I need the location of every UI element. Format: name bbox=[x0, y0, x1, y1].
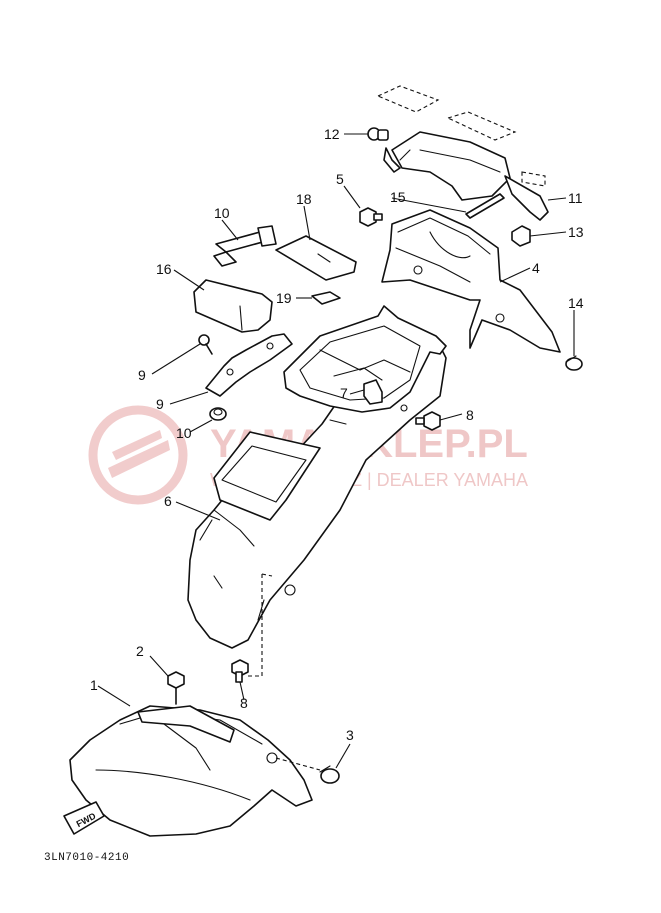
part-clip-7 bbox=[363, 379, 383, 405]
part-bracket-12 bbox=[213, 225, 277, 267]
callout-13: 11 bbox=[568, 190, 583, 206]
callout-5: 5 bbox=[336, 171, 344, 187]
part-bracket-4 bbox=[381, 209, 561, 353]
part-strip-17 bbox=[465, 193, 505, 219]
callout-2: 2 bbox=[136, 643, 144, 659]
fwd-arrow-icon: FWD bbox=[63, 801, 105, 835]
callout-17: 15 bbox=[390, 189, 406, 205]
callout-16: 14 bbox=[568, 295, 584, 311]
part-bolt-5 bbox=[359, 207, 383, 227]
callout-11: 9 bbox=[138, 367, 146, 383]
callout-19: 18 bbox=[296, 191, 312, 207]
callout-4: 4 bbox=[532, 260, 540, 276]
watermark-logo-ring bbox=[88, 405, 188, 505]
callout-8-upper: 8 bbox=[466, 407, 474, 423]
callout-labels: 12 5 15 11 13 4 14 10 18 16 19 9 9 10 7 … bbox=[90, 126, 584, 743]
part-plug-16 bbox=[565, 355, 583, 371]
callout-18: 16 bbox=[156, 261, 172, 277]
part-front-fender-1 bbox=[69, 705, 321, 837]
leader-lines bbox=[97, 133, 575, 769]
diagram-code: 3LN7010-4210 bbox=[44, 852, 129, 864]
callout-3: 3 bbox=[346, 727, 354, 743]
callout-1: 1 bbox=[90, 677, 98, 693]
part-pad-19 bbox=[275, 235, 357, 281]
callout-7: 7 bbox=[340, 385, 348, 401]
part-bolt-8-upper bbox=[415, 411, 441, 431]
part-screw-2 bbox=[167, 671, 185, 705]
part-plug-3 bbox=[319, 765, 340, 784]
callout-15: 13 bbox=[568, 224, 584, 240]
watermark-logo-mark bbox=[108, 440, 170, 478]
part-screw-11 bbox=[198, 334, 213, 355]
callout-9: 9 bbox=[156, 396, 164, 412]
part-pad-20 bbox=[311, 291, 341, 305]
part-nut-15 bbox=[511, 225, 531, 247]
assembly-line bbox=[248, 574, 263, 677]
part-bolt-8-lower bbox=[231, 659, 249, 683]
part-rear-fender-6 bbox=[187, 305, 447, 649]
callout-14: 12 bbox=[324, 126, 340, 142]
part-bolt-14 bbox=[367, 127, 389, 141]
part-block-18 bbox=[193, 279, 273, 333]
callout-6: 6 bbox=[164, 493, 172, 509]
part-bracket-9 bbox=[205, 333, 293, 397]
callout-8-lower: 8 bbox=[240, 695, 248, 711]
callout-12: 10 bbox=[214, 205, 230, 221]
part-grab-bar bbox=[383, 131, 549, 221]
callout-10: 10 bbox=[176, 425, 192, 441]
decal-outlines bbox=[376, 85, 546, 187]
callout-20: 19 bbox=[276, 290, 292, 306]
part-grommet-10 bbox=[209, 407, 227, 421]
